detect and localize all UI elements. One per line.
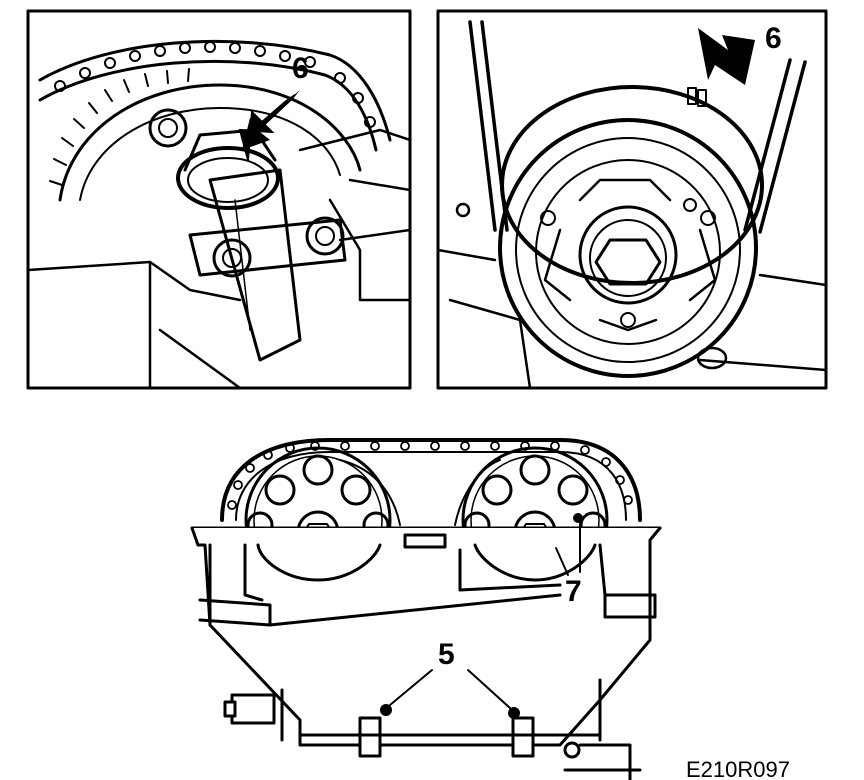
drive-belt xyxy=(468,20,807,234)
timing-mark xyxy=(687,87,707,107)
callout-label-6: 6 xyxy=(292,52,309,85)
callout-label-7: 7 xyxy=(565,575,582,608)
callout-arrow xyxy=(238,94,296,161)
timing-mark-dot xyxy=(573,513,583,523)
panel-pulley-detail: 6 xyxy=(436,9,828,390)
cam-sprocket xyxy=(49,68,362,202)
callout-label-6: 6 xyxy=(765,22,782,55)
cylinder-head-casting xyxy=(28,128,410,388)
engine-block xyxy=(438,202,826,388)
figure-code: E210R097 xyxy=(686,757,790,780)
timing-chain xyxy=(220,438,642,526)
callout-label-5: 5 xyxy=(438,638,455,671)
callout-7-leaders xyxy=(555,521,581,576)
lower-studs xyxy=(350,716,642,780)
sensor-fitting xyxy=(223,693,276,725)
panel-camshaft-detail: 6 xyxy=(26,9,412,390)
panel-frame xyxy=(26,9,412,390)
timing-chain xyxy=(38,39,392,152)
camshaft xyxy=(208,168,302,362)
panel-cylinder-head: 7 5 xyxy=(190,438,662,780)
callout-arrow xyxy=(698,28,755,85)
panel-frame xyxy=(436,9,828,390)
cylinder-head-body xyxy=(190,526,662,747)
bolt-upper xyxy=(148,108,188,148)
bearing-seal xyxy=(176,128,280,210)
bearing-cap xyxy=(188,216,347,278)
callout-5-leaders xyxy=(380,669,520,719)
crankshaft-pulley xyxy=(498,85,764,378)
